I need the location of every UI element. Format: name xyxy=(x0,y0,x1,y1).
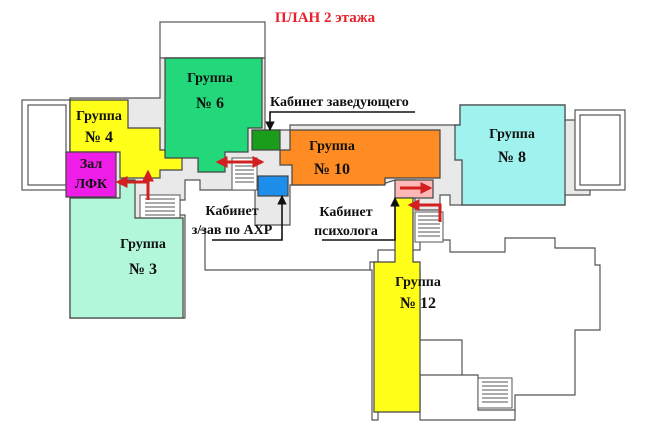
room-group-12 xyxy=(373,197,421,413)
group-8-label-line1: Группа xyxy=(489,127,535,142)
stairs-left xyxy=(139,194,181,221)
group-8-label-line2: № 8 xyxy=(498,149,526,166)
plan-title: ПЛАН 2 этажа xyxy=(275,10,376,26)
head-office-pointer xyxy=(265,111,415,131)
psych-office-pointer xyxy=(322,197,400,241)
deputy-office-pointer xyxy=(212,195,287,241)
room-gym xyxy=(65,151,117,198)
psych-office-label-line1: Кабинет xyxy=(319,205,372,220)
evacuation-arrows xyxy=(115,156,442,222)
room-group-6 xyxy=(164,57,263,173)
room-head-office xyxy=(251,129,281,151)
group-12-label-line1: Группа xyxy=(395,275,441,290)
room-group-8 xyxy=(454,104,566,206)
group-4-label-line2: № 4 xyxy=(85,129,113,146)
group-6-label-line2: № 6 xyxy=(196,95,224,112)
room-group-4 xyxy=(69,99,183,179)
stairs-right xyxy=(414,211,444,243)
room-deputy-office xyxy=(257,175,289,197)
deputy-office-label-line1: Кабинет xyxy=(205,204,258,219)
group-6-label-line1: Группа xyxy=(187,71,233,86)
group-3-label-line2: № 3 xyxy=(129,261,157,278)
group-4-label-line1: Группа xyxy=(76,109,122,124)
gym-label-line1: Зал xyxy=(80,157,103,172)
psych-office-label-line2: психолога xyxy=(314,224,378,239)
room-group-10 xyxy=(279,129,441,186)
group-3-label-line1: Группа xyxy=(120,237,166,252)
head-office-label: Кабинет заведующего xyxy=(270,95,409,110)
group-12-label-line2: № 12 xyxy=(400,295,436,312)
stairs-bottom-right xyxy=(477,377,513,409)
group-10-label-line2: № 10 xyxy=(314,161,350,178)
gym-label-line2: ЛФК xyxy=(75,177,108,192)
deputy-office-label-line2: з/зав по АХР xyxy=(192,223,273,238)
group-10-label-line1: Группа xyxy=(309,139,355,154)
room-group-3 xyxy=(69,179,184,319)
evac-arrow-right-up xyxy=(407,199,442,222)
